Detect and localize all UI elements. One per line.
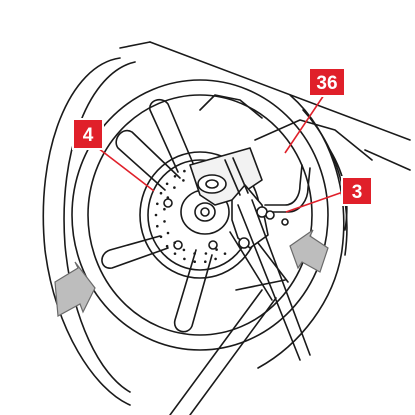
brake-line	[264, 164, 311, 226]
disc-hole	[183, 169, 186, 173]
disc-hole	[204, 252, 208, 255]
disc-hole	[173, 175, 177, 178]
disc-hole	[166, 231, 170, 235]
disc-hole	[215, 248, 218, 251]
disc-hole	[156, 224, 159, 228]
disc-hole	[193, 252, 196, 255]
disc-hole	[204, 260, 207, 264]
disc-hole	[159, 235, 163, 239]
callout-36-label: 36	[316, 73, 337, 94]
callout-4-label: 4	[83, 125, 94, 146]
disc-hole	[173, 252, 177, 255]
wheel-rim	[71, 79, 329, 351]
disc-hole	[163, 220, 166, 223]
disc-hole	[154, 213, 158, 217]
disc-hole	[183, 257, 186, 261]
callout-36: 36	[308, 67, 346, 97]
wheel-spokes	[101, 94, 289, 333]
disc-hole	[182, 248, 186, 252]
leader-line-4	[97, 147, 155, 192]
callout-3: 3	[341, 176, 373, 206]
disc-hole	[173, 186, 176, 189]
disc-hole	[182, 179, 185, 182]
rear-tire	[42, 57, 348, 406]
left-gray-arrow-icon	[54, 261, 96, 317]
disc-hole	[214, 257, 217, 261]
disc-hole	[163, 207, 166, 211]
disc-hole	[166, 196, 170, 199]
support-stand	[169, 199, 311, 415]
disc-hole	[159, 191, 163, 195]
disc-hole	[193, 260, 196, 264]
right-gray-arrow-icon	[289, 229, 329, 273]
callout-4: 4	[72, 118, 104, 150]
disc-hole	[165, 182, 169, 186]
disc-hole	[223, 252, 227, 255]
disc-hole	[156, 202, 159, 206]
disc-hole	[173, 241, 176, 245]
disc-hole	[165, 244, 169, 248]
brake-caliper	[224, 157, 269, 249]
leader-lines	[97, 91, 344, 213]
leader-line-3	[285, 191, 344, 213]
callout-3-label: 3	[352, 182, 363, 203]
disc-holes	[154, 169, 227, 264]
leader-line-36	[284, 91, 327, 154]
